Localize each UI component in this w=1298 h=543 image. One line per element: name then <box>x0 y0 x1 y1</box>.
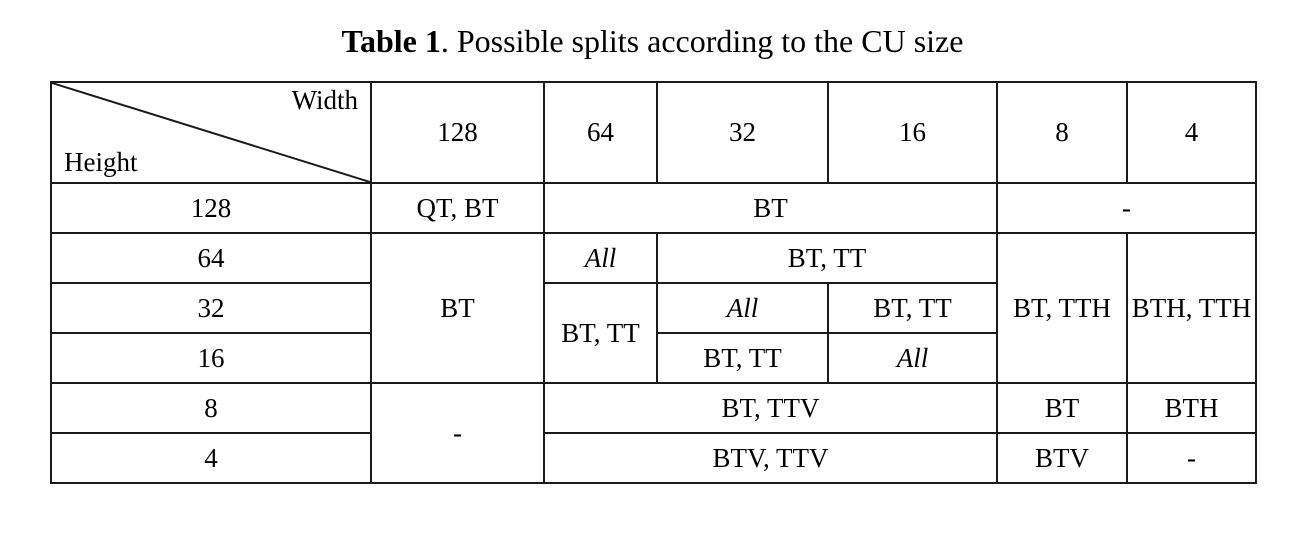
cell-h8-w8: BT <box>996 382 1128 434</box>
row-header-64: 64 <box>50 232 372 284</box>
cell-h32-w32: All <box>656 282 829 334</box>
column-header-4: 4 <box>1126 81 1257 184</box>
cell-h16-w32: BT, TT <box>656 332 829 384</box>
table-row: 16 BT, TT All <box>50 332 1256 384</box>
table-header-row: Width Height 128 64 32 16 8 4 <box>50 81 1257 184</box>
row-header-4: 4 <box>50 432 372 484</box>
cell-h8-4-w128: - <box>370 382 545 484</box>
cell-h4-w64-16: BTV, TTV <box>543 432 998 484</box>
column-header-8: 8 <box>996 81 1128 184</box>
diagonal-divider-icon <box>52 83 370 182</box>
cell-h64-16-w8: BT, TTH <box>996 232 1128 384</box>
table-row: 64 BT All BT, TT BT, TTH BTH, TTH <box>50 232 1257 384</box>
column-header-32: 32 <box>656 81 829 184</box>
cell-h32-w16: BT, TT <box>827 282 998 334</box>
row-header-32: 32 <box>50 282 372 334</box>
corner-header-cell: Width Height <box>50 81 372 184</box>
column-header-64: 64 <box>543 81 658 184</box>
cell-h4-w4: - <box>1126 432 1257 484</box>
cell-h64-w32-16: BT, TT <box>656 232 998 284</box>
row-header-16: 16 <box>50 332 372 384</box>
table-row: 8 - BT, TTV BT BTH <box>50 382 1257 484</box>
height-axis-label: Height <box>64 147 138 177</box>
table-row: 4 BTV, TTV BTV - <box>50 432 1257 484</box>
caption-label: Table 1 <box>341 23 441 59</box>
cu-splits-table: Width Height 128 64 32 16 8 4 128 QT, BT… <box>50 81 1257 484</box>
cell-h64-16-w4: BTH, TTH <box>1126 232 1257 384</box>
cell-h8-w64-16: BT, TTV <box>543 382 998 434</box>
column-header-16: 16 <box>827 81 998 184</box>
caption-text: . Possible splits according to the CU si… <box>440 23 964 59</box>
width-axis-label: Width <box>291 85 358 115</box>
row-header-128: 128 <box>50 182 372 234</box>
cell-h64-w64: All <box>543 232 658 284</box>
cell-h4-w8: BTV <box>996 432 1128 484</box>
row-header-8: 8 <box>50 382 372 434</box>
table-caption: Table 1. Possible splits according to th… <box>50 20 1255 62</box>
column-header-128: 128 <box>370 81 545 184</box>
cell-h8-w4: BTH <box>1126 382 1257 434</box>
cell-h128-w128: QT, BT <box>370 182 545 234</box>
cell-h128-w64-16: BT <box>543 182 998 234</box>
cell-h64-16-w128: BT <box>370 232 545 384</box>
cell-h32-16-w64: BT, TT <box>543 282 658 384</box>
cell-h16-w16: All <box>827 332 998 384</box>
cell-h128-w8-4: - <box>996 182 1257 234</box>
table-row: 32 BT, TT All BT, TT <box>50 282 1256 384</box>
table-row: 128 QT, BT BT - <box>50 182 1257 234</box>
